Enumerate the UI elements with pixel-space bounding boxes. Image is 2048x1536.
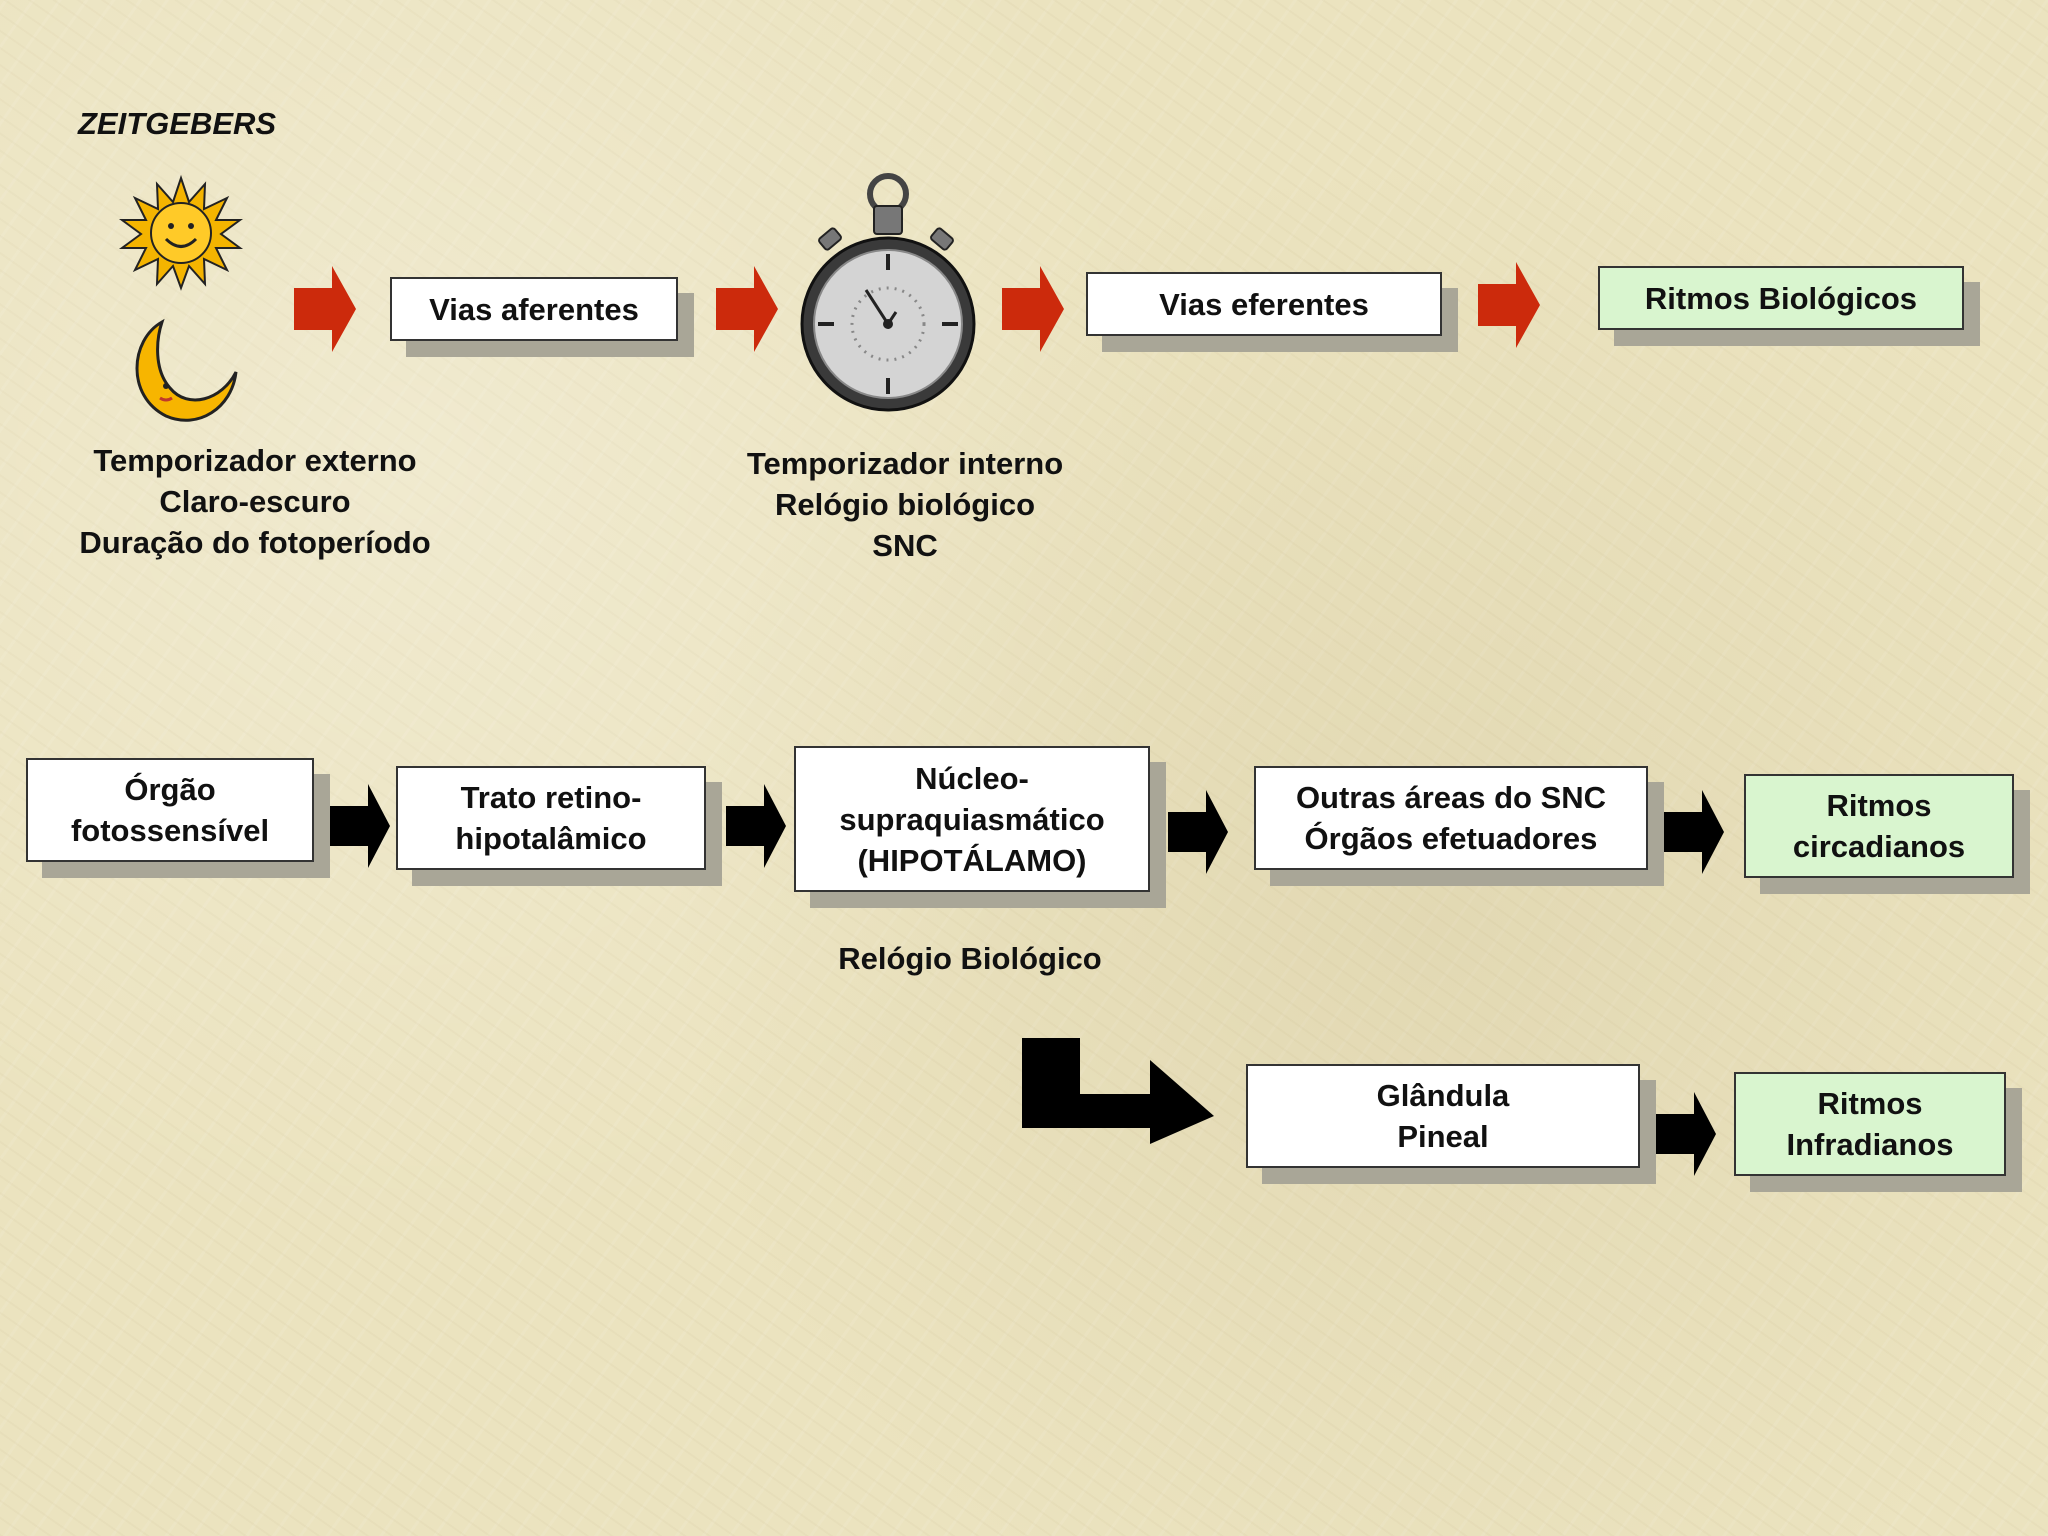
box-biological-rhythms: Ritmos Biológicos (1598, 266, 1964, 330)
caption-biological-clock: Relógio Biológico (838, 941, 1102, 976)
box-photosensitive-organ: Órgão fotossensível (26, 758, 314, 862)
box-circadian-rhythms: Ritmos circadianos (1744, 774, 2014, 878)
arrow-right-icon (726, 784, 786, 868)
bent-arrow-icon (1022, 1038, 1214, 1144)
sun-icon (118, 174, 244, 291)
moon-icon (135, 318, 238, 422)
box-infradian-rhythms: Ritmos Infradianos (1734, 1072, 2006, 1176)
arrow-right-icon (1168, 790, 1228, 874)
arrow-right-icon (294, 266, 356, 352)
arrow-right-icon (1656, 1092, 1716, 1176)
box-other-cns-areas: Outras áreas do SNC Órgãos efetuadores (1254, 766, 1648, 870)
arrow-right-icon (1478, 262, 1540, 348)
arrow-right-icon (1664, 790, 1724, 874)
box-retinohypothalamic-tract: Trato retino- hipotalâmico (396, 766, 706, 870)
caption-external-timer: Temporizador externo Claro-escuro Duraçã… (79, 443, 431, 560)
diagram-title: ZEITGEBERS (78, 106, 277, 141)
arrow-right-icon (716, 266, 778, 352)
stopwatch-icon (800, 173, 976, 412)
arrow-right-icon (1002, 266, 1064, 352)
box-efferent-pathways: Vias eferentes (1086, 272, 1442, 336)
arrow-right-icon (330, 784, 390, 868)
box-afferent-pathways: Vias aferentes (390, 277, 678, 341)
caption-internal-timer: Temporizador interno Relógio biológico S… (746, 446, 1064, 563)
box-suprachiasmatic-nucleus: Núcleo- supraquiasmático (HIPOTÁLAMO) (794, 746, 1150, 892)
box-pineal-gland: Glândula Pineal (1246, 1064, 1640, 1168)
